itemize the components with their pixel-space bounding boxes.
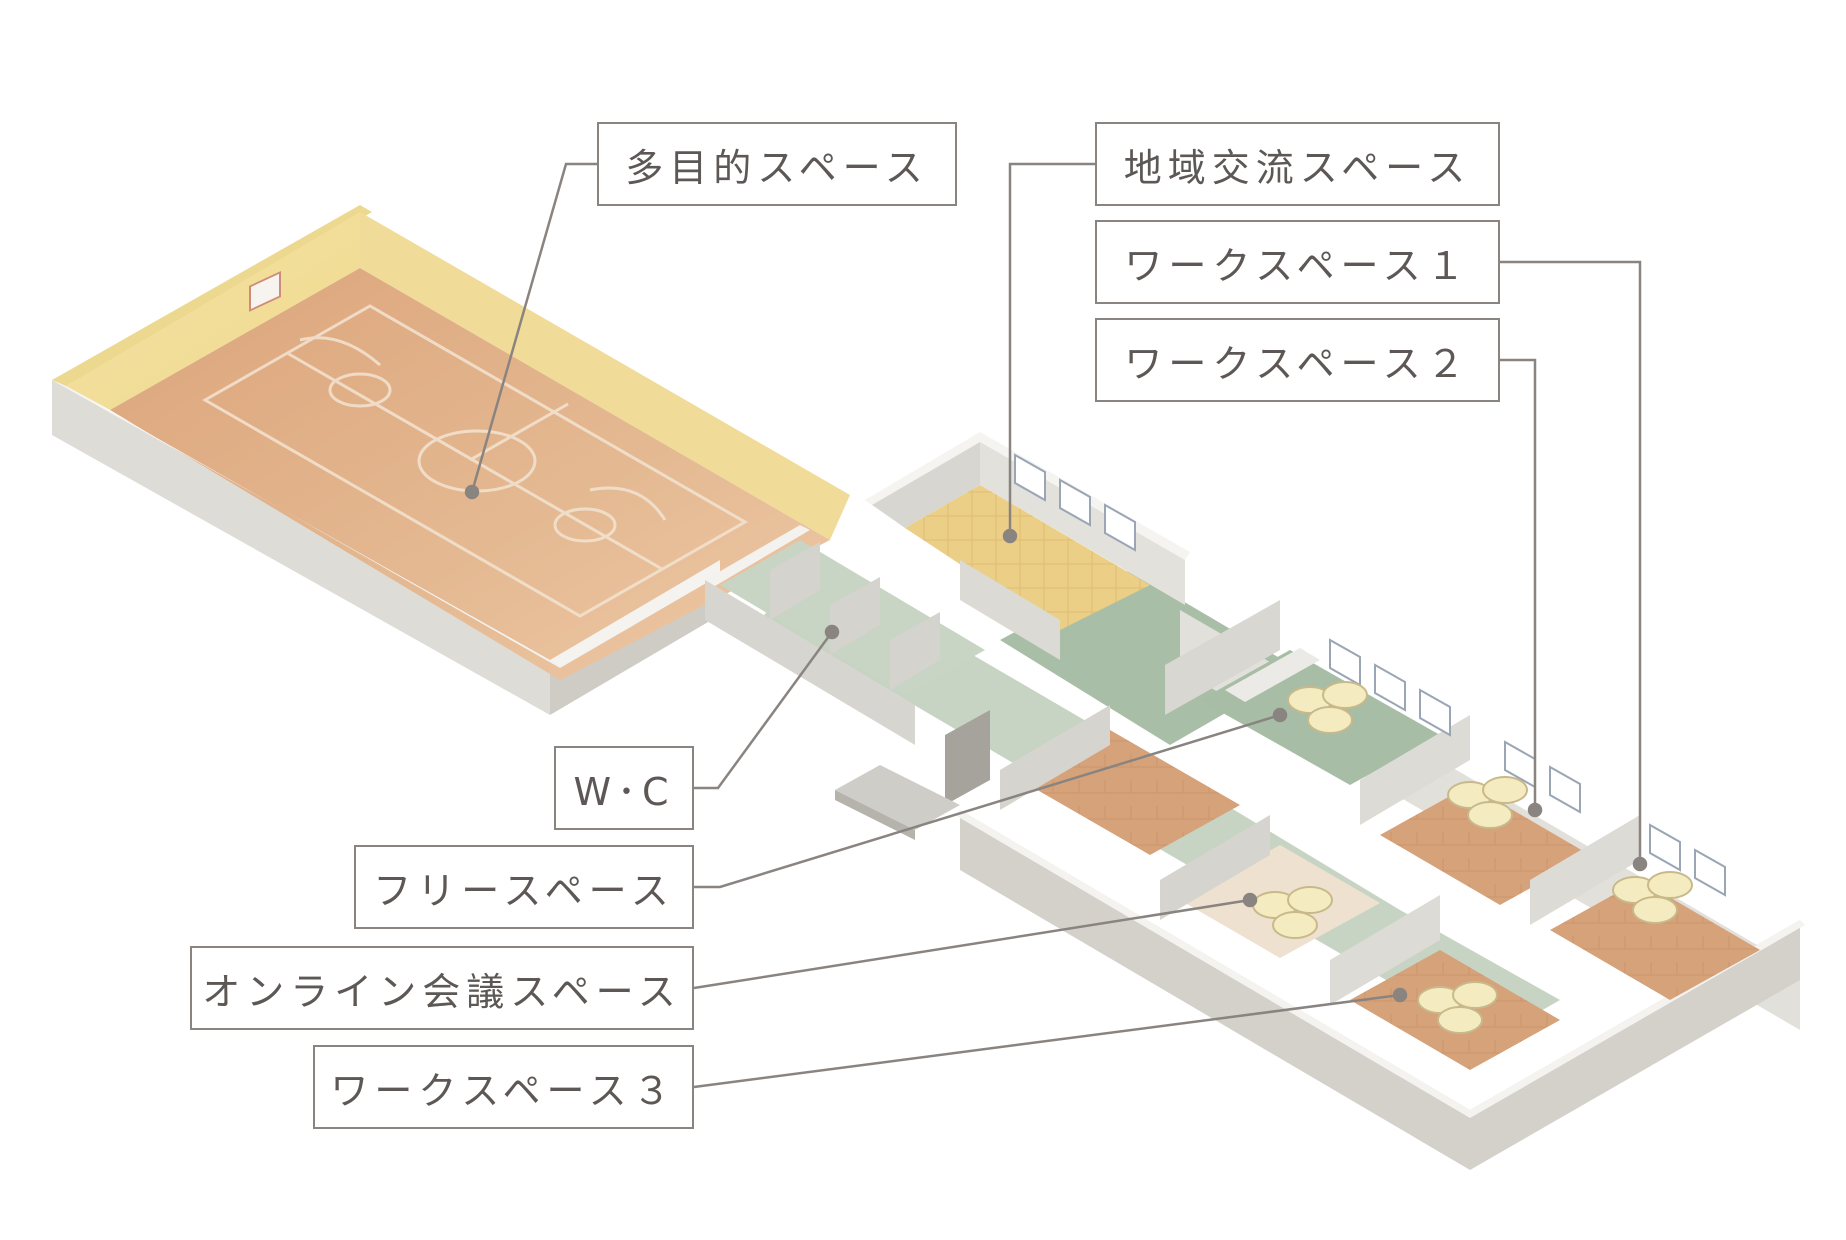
workspace1-back-wall xyxy=(1530,815,1640,925)
tables xyxy=(1252,681,1693,1034)
east-wing-front-wall xyxy=(960,810,1800,1170)
workspace1-floor xyxy=(1550,880,1760,1000)
community-floor xyxy=(905,485,1150,630)
leader-online xyxy=(693,898,1251,990)
label-free-space: フリースペース xyxy=(354,845,694,929)
leader-multipurpose xyxy=(470,162,597,493)
leader-dot-community xyxy=(1002,528,1018,544)
leader-dot-multipurpose xyxy=(464,484,480,500)
label-online-meeting-space: オンライン会議スペース xyxy=(190,946,694,1030)
online-room-back-wall xyxy=(1000,705,1110,810)
label-workspace-1: ワークスペース１ xyxy=(1095,220,1500,304)
workspace1-tables xyxy=(1612,871,1693,924)
leader-free xyxy=(694,713,1281,889)
multipurpose-hall xyxy=(52,205,850,715)
leader-community xyxy=(1008,162,1095,536)
workspace3-tables xyxy=(1417,981,1498,1034)
leader-dot-workspace1 xyxy=(1632,856,1648,872)
free-space-counter xyxy=(1225,648,1320,702)
workspace3-back-wall xyxy=(1330,895,1440,1005)
entrance-step xyxy=(835,765,960,830)
basketball-board xyxy=(249,270,281,312)
wc-rim xyxy=(705,525,810,586)
workspace2-back-wall xyxy=(1360,715,1470,825)
community-front-wall xyxy=(960,560,1060,660)
wc-partition-3 xyxy=(890,612,940,690)
hall-back-wall-right xyxy=(360,212,850,540)
wc-partition-2 xyxy=(830,577,880,655)
east-windows xyxy=(1329,638,1726,897)
label-multipurpose-space: 多目的スペース xyxy=(597,122,957,206)
workspace2-floor xyxy=(1380,785,1590,905)
leader-dot-workspace3 xyxy=(1392,987,1408,1003)
label-wc: W･C xyxy=(554,746,694,830)
free-space-back-wall xyxy=(1165,600,1280,715)
hall-back-wall-left xyxy=(66,212,360,410)
label-workspace-3: ワークスペース３ xyxy=(313,1045,694,1129)
wc-door xyxy=(945,710,990,805)
leader-dot-wc xyxy=(824,624,840,640)
label-community-space: 地域交流スペース xyxy=(1095,122,1500,206)
entrance-step-front xyxy=(835,790,915,840)
leader-dot-workspace2 xyxy=(1527,802,1543,818)
hall-wall-front-left xyxy=(52,380,550,715)
east-wing xyxy=(955,600,1805,1170)
online-meeting-tables xyxy=(1252,886,1333,939)
hall-rim-bottom xyxy=(550,560,720,668)
leader-workspace2 xyxy=(1500,358,1537,810)
free-space-tables xyxy=(1287,681,1368,734)
leader-wc xyxy=(694,631,834,790)
leader-lines xyxy=(464,162,1648,1089)
leader-workspace1 xyxy=(1500,260,1642,864)
online-meeting-wall xyxy=(1160,815,1270,920)
workspace2-tables xyxy=(1447,776,1528,829)
east-wing-rim xyxy=(955,810,1805,1118)
community-room xyxy=(865,432,1190,660)
wc-partition-1 xyxy=(770,542,820,620)
leader-dot-online xyxy=(1242,892,1258,908)
leader-workspace3 xyxy=(693,993,1401,1089)
community-windows xyxy=(1014,453,1136,552)
label-workspace-2: ワークスペース２ xyxy=(1095,318,1500,402)
hall-wall-top-rim xyxy=(52,205,372,386)
leader-dot-free xyxy=(1272,707,1288,723)
